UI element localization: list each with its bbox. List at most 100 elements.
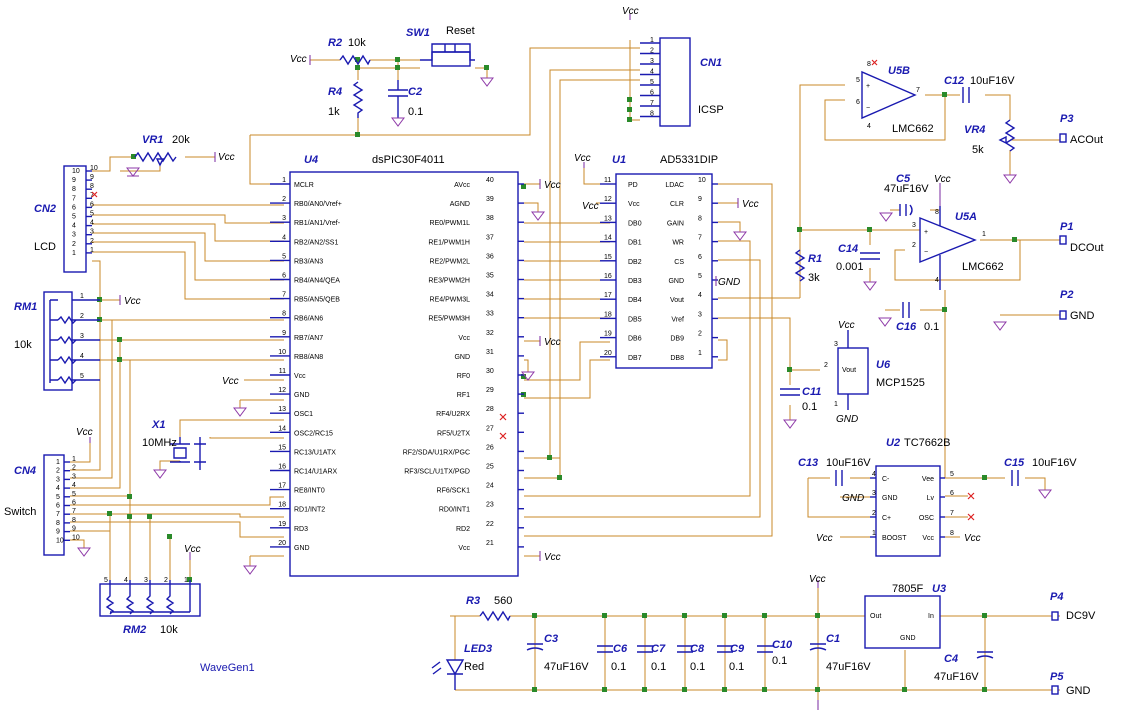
- r4-value: 1k: [328, 106, 340, 118]
- svg-text:1: 1: [834, 401, 838, 408]
- r3-ref: R3: [466, 595, 480, 607]
- u4-pin-name: OSC2/RC15: [294, 430, 333, 437]
- vr4-ref: VR4: [964, 124, 985, 136]
- rm2-pin-number: 5: [104, 577, 108, 584]
- cn2-pin-number: 4: [72, 223, 76, 230]
- u4-pin-number: 9: [282, 330, 286, 337]
- u4-pin-number: 17: [278, 483, 286, 490]
- cn2-pin-number: 10: [72, 168, 80, 175]
- u4-pin-name: RF0: [457, 373, 470, 380]
- u1-pin-number: 19: [604, 331, 612, 338]
- u1-pin-number: 5: [698, 273, 702, 280]
- u5b-value: LMC662: [892, 123, 934, 135]
- u1-pin-number: 17: [604, 292, 612, 299]
- u4-pin-name: GND: [294, 545, 310, 552]
- vr4-potentiometer: VR4 5k: [964, 119, 1017, 184]
- p4-label: DC9V: [1066, 610, 1096, 622]
- cn2-pin-number: 2: [72, 241, 76, 248]
- u4-pin-number: 11: [279, 368, 286, 375]
- u6-vref: Vout 231 Vcc GND U6 MCP1525: [824, 320, 925, 425]
- u1-pin-name: DB0: [628, 220, 642, 227]
- dac-labels: Vcc Vcc Vcc GND Vcc: [574, 6, 759, 288]
- vcc-label-dac: Vcc: [582, 201, 599, 212]
- ground-symbol: [733, 231, 747, 241]
- u2-ref: U2: [886, 437, 900, 449]
- u4-pin-number: 20: [278, 540, 286, 547]
- u5a-opamp: + − 32 184 U5A LMC662: [912, 206, 1004, 290]
- u4-pin-name: RC13/U1ATX: [294, 449, 336, 456]
- u4-pin-name: RD3: [294, 526, 308, 533]
- u5a-value: LMC662: [962, 261, 1004, 273]
- led3-diode: [431, 659, 465, 690]
- c6-value: 0.1: [611, 661, 626, 673]
- u4-pin-number: 33: [486, 311, 494, 318]
- u1-pin-number: 14: [604, 235, 612, 242]
- cn4-label: Switch: [4, 506, 36, 518]
- gnd-label-u2: GND: [842, 493, 864, 504]
- u4-pin-number: 25: [486, 464, 494, 471]
- cn2-pin-number: 9: [72, 177, 76, 184]
- ground-symbol: [233, 407, 247, 417]
- u4-pin-number: 15: [278, 444, 286, 451]
- u2-pin-name: OSC: [919, 515, 934, 522]
- u4-pin-name: RB0/AN0/Vref+: [294, 201, 342, 208]
- u1-pin-name: CS: [674, 259, 684, 266]
- u1-pin-number: 15: [604, 254, 612, 261]
- x1-crystal: X1 10MHz: [142, 419, 206, 479]
- cn4-pin-number: 1: [72, 456, 76, 463]
- svg-text:8: 8: [867, 61, 871, 68]
- c11-value: 0.1: [802, 401, 817, 413]
- u1-pin-number: 7: [698, 235, 702, 242]
- r2-ref: R2: [328, 37, 342, 49]
- cn2-pin-number: 1: [90, 247, 94, 254]
- u1-pin-number: 8: [698, 215, 702, 222]
- c13-capacitor: C13 10uF16V: [798, 457, 871, 486]
- u1-part: AD5331DIP: [660, 154, 718, 166]
- u4-pin-number: 30: [486, 368, 494, 375]
- cn4-ref: CN4: [14, 465, 36, 477]
- u2-pin-number: 6: [950, 490, 954, 497]
- u1-pin-name: Vout: [670, 297, 684, 304]
- cn1-pin-number: 5: [650, 79, 654, 86]
- u4-pin-number: 16: [278, 464, 286, 471]
- u4-pin-number: 23: [486, 502, 494, 509]
- u1-pin-name: Vcc: [628, 201, 640, 208]
- u4-pin-name: RF2/SDA/U1RX/PGC: [403, 449, 470, 456]
- u1-pin-number: 11: [604, 177, 611, 184]
- vcc-label-32: Vcc: [544, 337, 561, 348]
- p5-label: GND: [1066, 685, 1091, 697]
- u4-pin-number: 5: [282, 253, 286, 260]
- cn2-pin-number: 4: [90, 220, 94, 227]
- u2-pin-number: 7: [950, 510, 954, 517]
- u2-pin-number: 5: [950, 471, 954, 478]
- u5b-opamp: + − 56 784 U5B LMC662: [856, 59, 934, 135]
- ground-symbol: [1038, 489, 1052, 499]
- u4-pin-name: RF3/SCL/U1TX/PGD: [404, 469, 470, 476]
- u4-pin-name: RE2/PWM2L: [430, 258, 471, 265]
- c11-capacitor: C11 0.1: [780, 386, 821, 429]
- u4-pin-number: 13: [278, 406, 286, 413]
- c4-ref: C4: [944, 653, 958, 665]
- u1-pin-number: 3: [698, 311, 702, 318]
- u4-pin-number: 26: [486, 444, 494, 451]
- c8-value: 0.1: [690, 661, 705, 673]
- p1-label: DCOut: [1070, 242, 1104, 254]
- cn4-pin-number: 5: [56, 494, 60, 501]
- u4-pin-number: 37: [486, 234, 494, 241]
- c10-capacitor: [757, 645, 773, 653]
- svg-text:−: −: [924, 249, 928, 256]
- u4-pin-number: 40: [486, 177, 494, 184]
- u4-part: dsPIC30F4011: [372, 154, 445, 166]
- u3-pin-out: Out: [870, 613, 881, 620]
- power-supply: R3 560 LED3 Red C3 47uF16V C6 0.1 C7 0.1…: [431, 574, 994, 710]
- vr1-value: 20k: [172, 134, 190, 146]
- junction-dots: [97, 57, 1017, 692]
- c15-value: 10uF16V: [1032, 457, 1077, 469]
- cn2-pin-number: 5: [72, 214, 76, 221]
- svg-text:4: 4: [867, 123, 871, 130]
